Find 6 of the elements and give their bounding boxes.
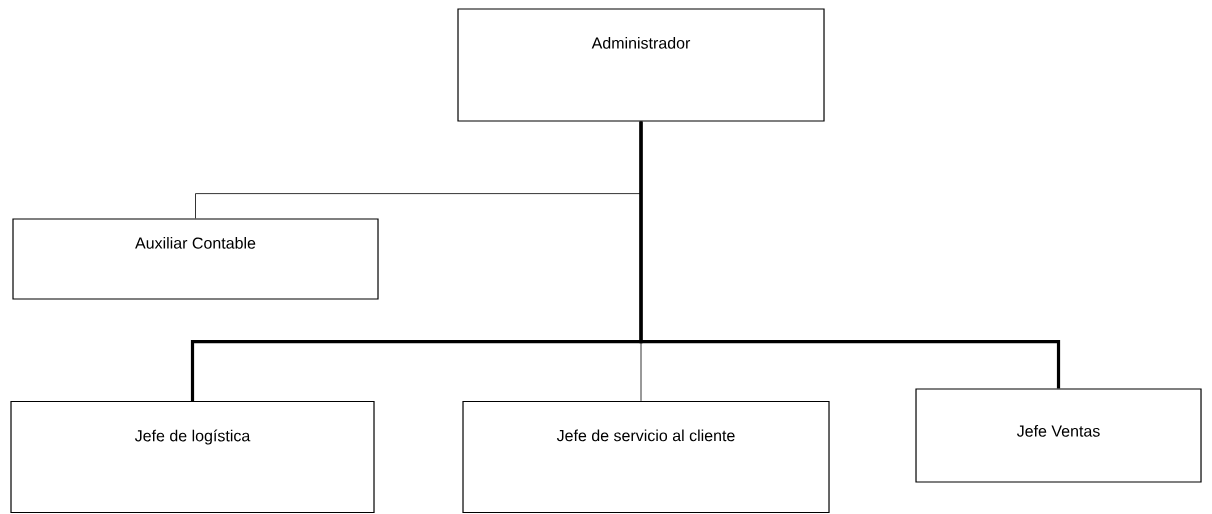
- org-box: Jefe de logística: [10, 400, 375, 514]
- org-box: Auxiliar Contable: [12, 218, 379, 300]
- org-box: Jefe Ventas: [915, 388, 1202, 483]
- org-box: Jefe de servicio al cliente: [462, 400, 830, 514]
- org-box: Administrador: [457, 8, 825, 122]
- connector-line: [639, 121, 1061, 389]
